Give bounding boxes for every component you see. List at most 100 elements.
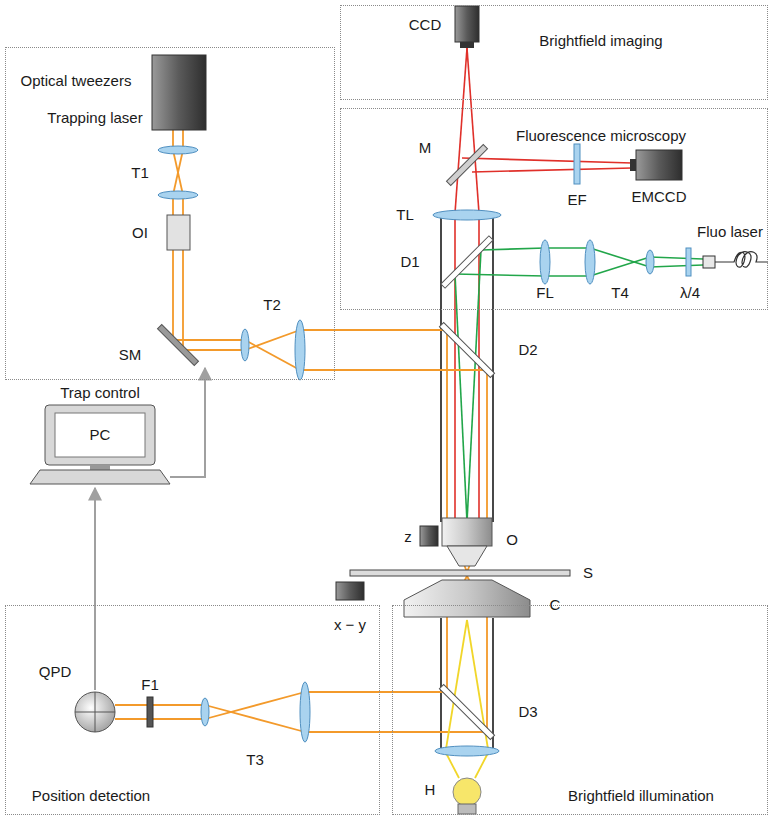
beam-ray <box>205 705 305 732</box>
beam-ray <box>115 704 205 706</box>
monitor-stand <box>90 465 110 470</box>
part-label: C <box>550 597 561 614</box>
part-label: H <box>425 782 436 799</box>
region-heading: Optical tweezers <box>21 73 132 90</box>
part-label: z <box>404 529 412 546</box>
part-label: λ/4 <box>680 285 700 302</box>
camera-nose <box>630 159 636 171</box>
beam-ray <box>173 150 183 195</box>
lens-group <box>158 146 654 756</box>
objective <box>442 518 492 546</box>
region-heading: Position detection <box>32 788 150 805</box>
beam-ray <box>305 616 447 692</box>
region-panel: Brightfield illumination <box>392 605 768 815</box>
lens <box>241 329 249 361</box>
optical-isolator <box>167 215 190 250</box>
beam-ray <box>300 330 447 522</box>
part-label: TL <box>396 207 414 224</box>
beam-edge <box>492 218 494 522</box>
part-label: D1 <box>400 254 419 271</box>
part-label: QPD <box>39 664 72 681</box>
sample-stage <box>350 570 570 576</box>
beam-ray <box>590 248 650 267</box>
dichroic-mirror <box>439 322 494 377</box>
beam-ray <box>650 257 703 259</box>
beam-ray <box>472 168 632 172</box>
part-label: Fluo laser <box>697 224 763 241</box>
fiber-coupler <box>703 256 715 268</box>
dichroic-mirror <box>439 684 494 739</box>
monitor-screen <box>55 413 145 457</box>
beam-ray <box>481 248 545 250</box>
beam-ray <box>455 274 545 276</box>
trapping-laser <box>152 55 206 130</box>
part-label: Trap control <box>60 385 139 402</box>
part-label: FL <box>536 285 554 302</box>
lens <box>201 698 209 726</box>
signal-wire <box>94 488 96 690</box>
beam-ray <box>467 48 479 213</box>
beam-ray <box>446 620 467 749</box>
computer-monitor <box>45 405 155 465</box>
beam-ray <box>545 247 590 249</box>
condenser <box>404 580 530 617</box>
lamp-bulb <box>453 778 481 806</box>
region-panel: Optical tweezers <box>5 47 335 380</box>
beam-ray <box>173 150 183 195</box>
lens <box>158 191 198 199</box>
computer-base <box>30 470 170 484</box>
beam-ray <box>454 217 456 520</box>
part-label: O <box>506 532 518 549</box>
lens <box>435 746 499 756</box>
region-heading: Brightfield imaging <box>539 33 662 50</box>
region-panel: Brightfield imaging <box>340 5 768 100</box>
flip-mirror <box>446 144 487 185</box>
beam-ray <box>462 158 632 163</box>
filter <box>147 697 153 727</box>
beam-edge <box>492 618 494 748</box>
region-panel: Position detection <box>5 605 380 815</box>
part-label: F1 <box>141 677 159 694</box>
part-label: D3 <box>518 704 537 721</box>
part-label: PC <box>90 427 111 444</box>
part-label: OI <box>132 225 148 242</box>
beam-ray <box>590 257 650 276</box>
waveplate <box>686 248 691 276</box>
steering-mirror <box>157 324 198 365</box>
part-label: Trapping laser <box>47 110 142 127</box>
lens <box>540 240 550 284</box>
quadrant-photodiode <box>75 692 115 732</box>
beam-ray <box>183 195 245 350</box>
lens <box>585 240 595 284</box>
signal-wire <box>170 368 205 477</box>
beam-ray <box>475 753 488 778</box>
beam-ray <box>446 753 459 778</box>
imaging-beam <box>455 48 632 520</box>
xy-stage <box>336 582 364 600</box>
region-heading: Fluorescence microscopy <box>516 128 686 145</box>
beam-ray <box>545 275 590 277</box>
lamp-socket <box>458 804 476 814</box>
beam-edge <box>440 618 442 748</box>
beam-ray <box>305 616 487 732</box>
qpd-divider <box>95 692 96 732</box>
lens <box>646 250 654 274</box>
beam-ray <box>245 330 300 350</box>
beam-ray <box>300 370 487 522</box>
ccd-camera <box>455 6 479 42</box>
part-label: SM <box>119 347 142 364</box>
beam-outline <box>441 218 493 748</box>
part-label: T2 <box>263 297 281 314</box>
beam-ray <box>245 340 300 370</box>
emccd-camera <box>636 150 682 180</box>
part-label: T1 <box>131 165 149 182</box>
part-label: M <box>419 140 432 157</box>
part-label: x − y <box>334 617 366 634</box>
part-label: EF <box>567 192 586 209</box>
beam-ray <box>650 265 703 267</box>
emission-filter <box>574 144 580 184</box>
optical-fiber <box>715 252 768 267</box>
dichroic-mirror <box>441 236 493 288</box>
part-label: EMCCD <box>632 189 687 206</box>
